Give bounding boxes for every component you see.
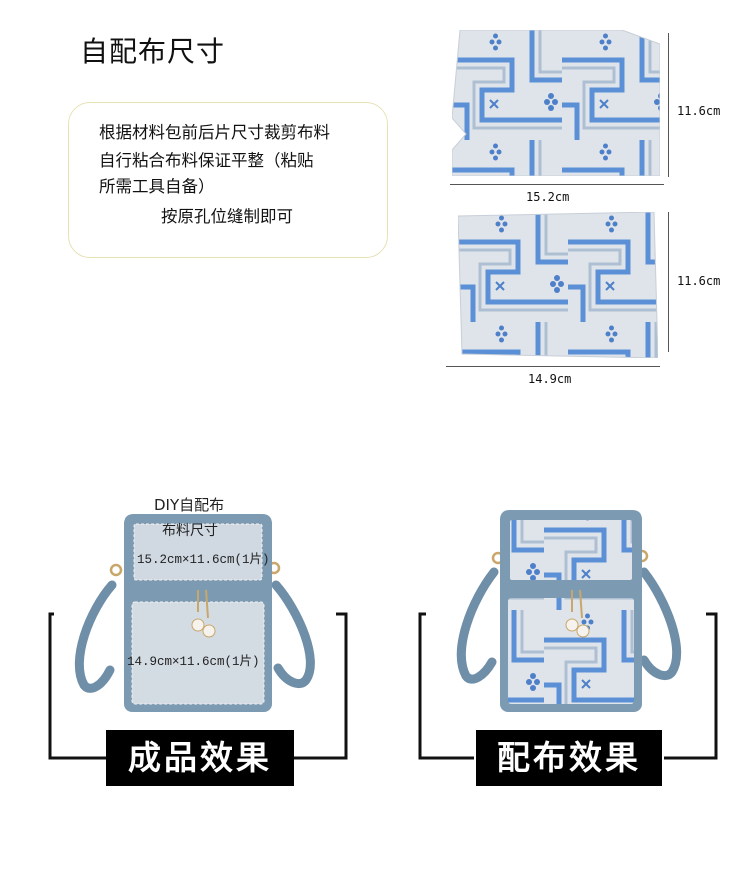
dimension-label-bottom-height: 11.6cm [677, 274, 721, 288]
dimension-line-bottom-height [668, 212, 669, 352]
fabric-swatch-bottom [458, 212, 658, 358]
bag-finished-product: DIY自配布 布料尺寸 15.2cm×11.6cm(1片) 14.9cm×11.… [60, 490, 340, 720]
bag-heading-diy: DIY自配布 [154, 496, 225, 514]
dimension-line-bottom-width [446, 366, 660, 367]
dimension-line-top-height [668, 33, 669, 177]
caption-finished-product: 成品效果 [106, 730, 294, 786]
bag-heading-size: 布料尺寸 [162, 523, 218, 539]
bag-size-top: 15.2cm×11.6cm(1片) [137, 553, 270, 567]
note-line-2: 自行粘合布料保证平整（粘贴 [99, 151, 314, 170]
instruction-note: 根据材料包前后片尺寸裁剪布料 自行粘合布料保证平整（粘贴 所需工具自备） 按原孔… [68, 102, 388, 258]
fabric-swatch-top [452, 30, 660, 176]
note-line-4: 按原孔位缝制即可 [161, 207, 293, 226]
caption-bracket-right [418, 612, 718, 760]
caption-bracket-left [48, 612, 348, 760]
dimension-label-top-height: 11.6cm [677, 104, 721, 118]
dimension-line-top-width [450, 184, 664, 185]
bag-size-bottom: 14.9cm×11.6cm(1片) [127, 655, 260, 669]
note-line-3: 所需工具自备） [99, 177, 215, 196]
caption-fabric-effect: 配布效果 [476, 730, 662, 786]
dimension-label-top-width: 15.2cm [526, 190, 570, 204]
dimension-label-bottom-width: 14.9cm [528, 372, 572, 386]
page-title: 自配布尺寸 [80, 35, 226, 68]
note-line-1: 根据材料包前后片尺寸裁剪布料 [99, 123, 330, 142]
bag-with-fabric [434, 500, 694, 720]
